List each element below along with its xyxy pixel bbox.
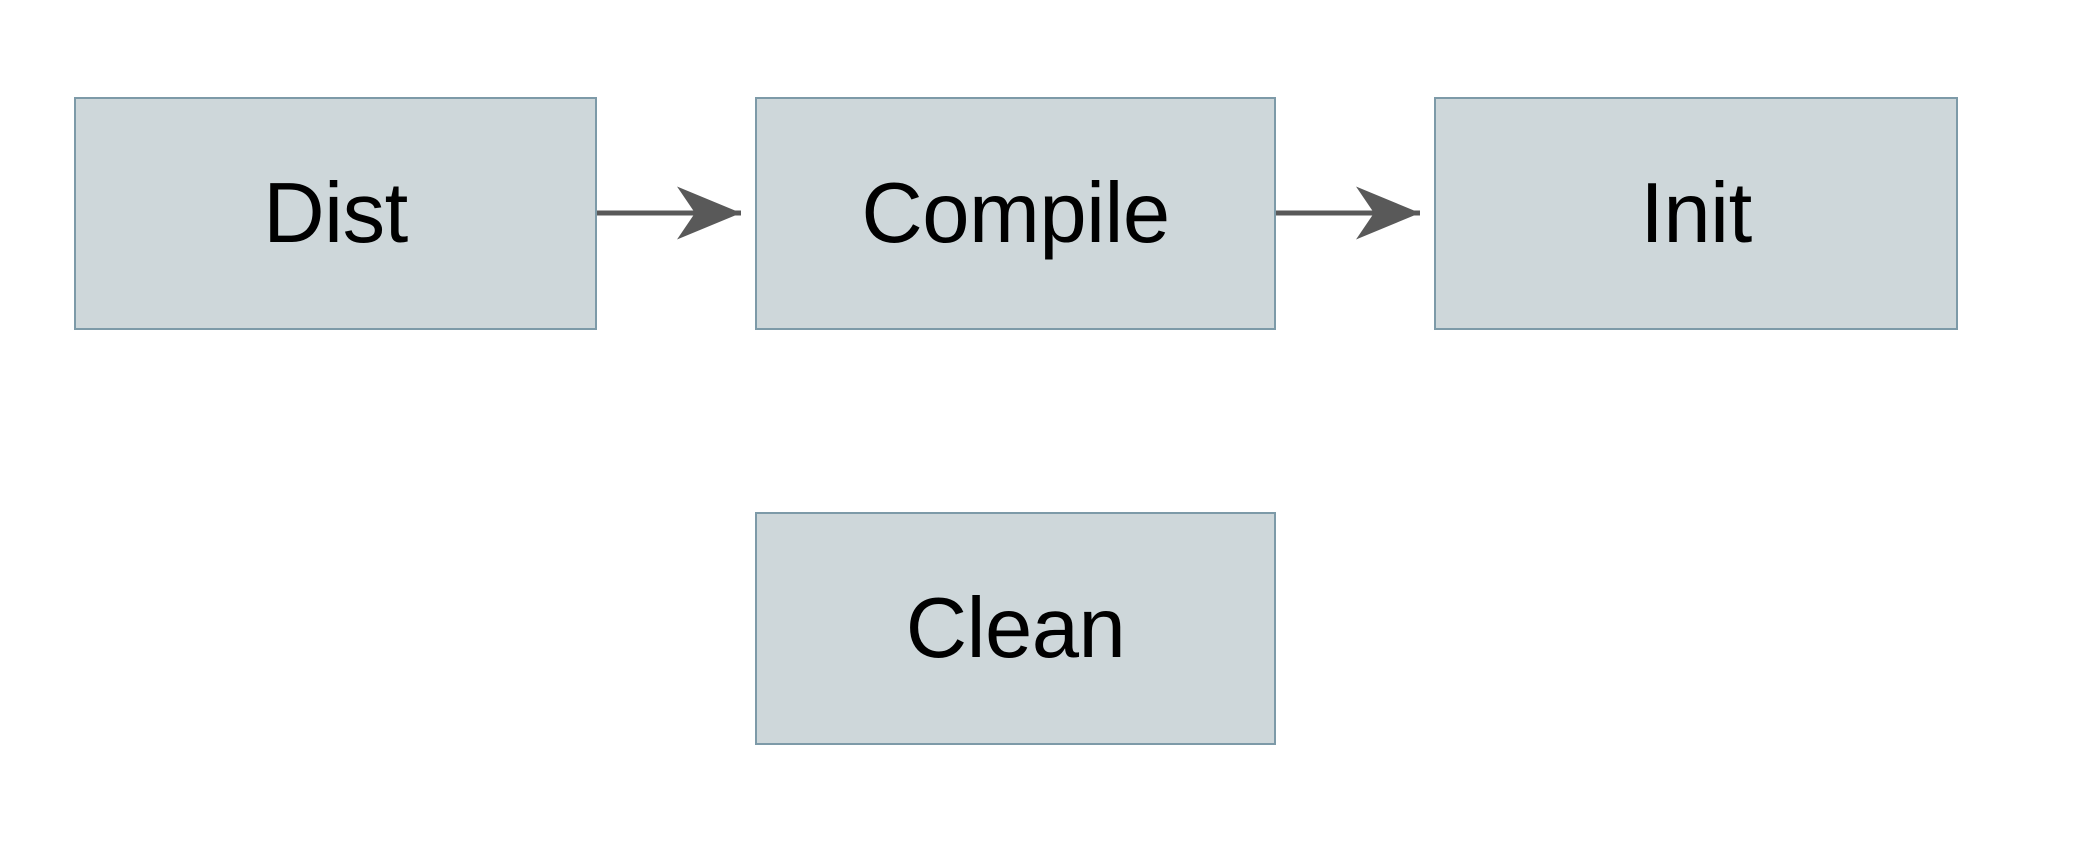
node-label-dist: Dist (263, 166, 408, 261)
node-dist[interactable]: Dist (74, 97, 597, 330)
node-compile[interactable]: Compile (755, 97, 1276, 330)
node-label-compile: Compile (861, 166, 1170, 261)
node-label-init: Init (1640, 166, 1752, 261)
node-label-clean: Clean (905, 581, 1126, 676)
node-clean[interactable]: Clean (755, 512, 1276, 745)
node-init[interactable]: Init (1434, 97, 1958, 330)
